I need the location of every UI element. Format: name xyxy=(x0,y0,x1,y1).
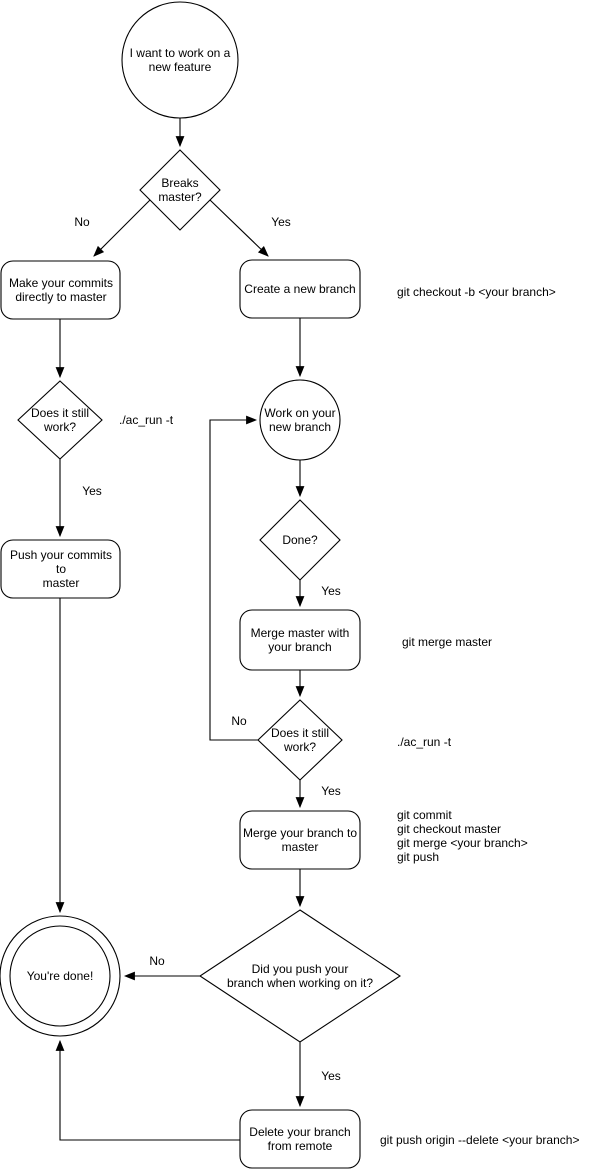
done-q-diamond-shape xyxy=(259,499,341,581)
edge-breaks-master-yes xyxy=(209,199,269,257)
breaks-master-diamond-shape xyxy=(139,149,221,231)
start-node-shape xyxy=(121,1,239,119)
push-commits-box-shape xyxy=(0,539,121,599)
edge-breaks-master-no xyxy=(93,199,151,257)
merge-master-box-shape xyxy=(239,609,361,671)
edge-delete-to-done-loop xyxy=(55,1039,240,1141)
still-work-right-diamond-shape xyxy=(257,699,343,781)
work-branch-node-shape xyxy=(259,379,341,461)
make-commits-box-shape xyxy=(0,260,121,320)
merge-branch-box-shape xyxy=(239,810,361,870)
still-work-left-diamond-shape xyxy=(17,380,103,460)
create-branch-box-shape xyxy=(239,259,361,319)
did-push-diamond-shape xyxy=(199,909,401,1043)
done-node-inner-shape xyxy=(9,925,111,1027)
delete-branch-box-shape xyxy=(239,1109,361,1169)
edge-still-work-no-loop xyxy=(209,415,258,741)
